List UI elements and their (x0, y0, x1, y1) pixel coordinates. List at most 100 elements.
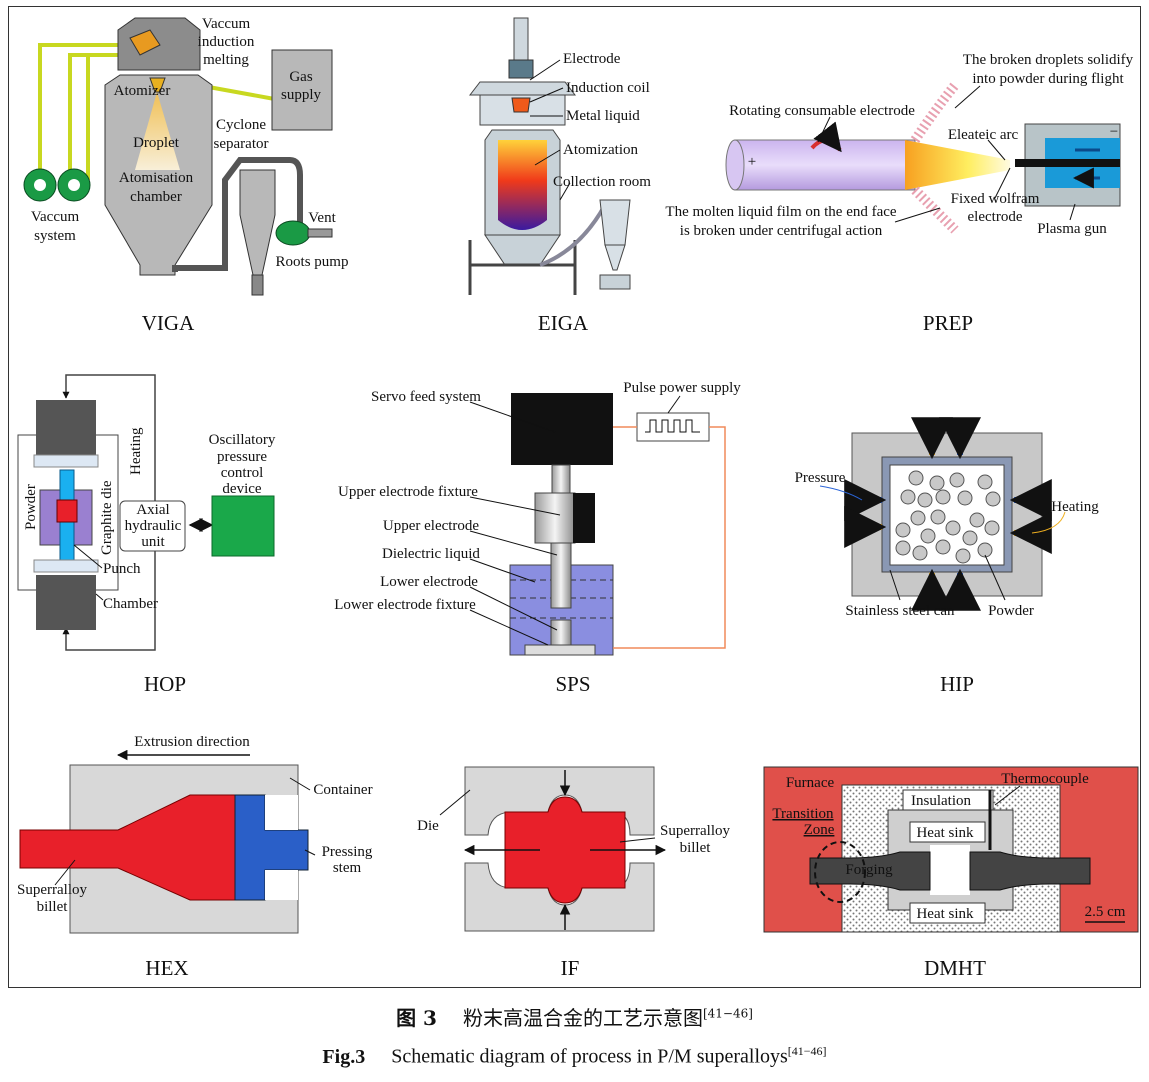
sps-title: SPS (555, 672, 590, 696)
atomizer-nozzle (149, 77, 166, 93)
gas-line (38, 43, 281, 180)
sps-dielectric-label: Dielectric liquid (382, 546, 480, 562)
dmht-furnace-label: Furnace (786, 775, 835, 791)
eiga-coil-label: Induction coil (566, 80, 650, 96)
hop-axial-label: Axial (136, 502, 169, 518)
eiga-collection-label: Collection room (553, 174, 651, 190)
hop-punch-label: Punch (103, 561, 141, 577)
prep-rotation-arrow (810, 121, 842, 153)
process-schematics: Vaccum induction melting Gas supply Atom… (17, 16, 1139, 980)
hex-billet-label: billet (37, 899, 69, 915)
dmht-forging-label: Forging (845, 862, 893, 878)
dmht-title: DMHT (924, 956, 986, 980)
hex-billet-label: Superralloy (17, 882, 87, 898)
dmht-panel: Furnace Thermocouple Insulation Transiti… (763, 766, 1139, 980)
sps-panel: Pulse power supply Servo feed system Upp… (334, 380, 741, 696)
hex-stem-label: Pressing (322, 844, 373, 860)
viga-vacuum-label: Vaccum (31, 209, 80, 225)
hip-pressure-label: Pressure (795, 470, 846, 486)
eiga-panel: Electrode Induction coil Metal liquid At… (468, 17, 651, 335)
viga-chamber-label: chamber (130, 189, 182, 205)
prep-plasma-label: Plasma gun (1037, 221, 1107, 237)
roots-pump (275, 220, 311, 246)
hex-stem-label: stem (333, 860, 362, 876)
caption-cn-ref: [41−46] (702, 1006, 753, 1021)
prep-rotating-label: Rotating consumable electrode (729, 103, 915, 119)
hop-panel: Heating Powder Graphite die Axial hydrau… (17, 374, 276, 696)
hip-can-label: Stainless steel can (845, 603, 955, 619)
prep-plus-sign: + (748, 154, 756, 170)
caption-en-text: Schematic diagram of process in P/M supe… (391, 1045, 788, 1068)
prep-minus-sign: − (1110, 124, 1118, 140)
sps-lower-fixture (524, 644, 596, 656)
figure-frame (8, 6, 1141, 988)
sps-upper-fixture (534, 492, 576, 544)
gas-supply-tank (271, 49, 333, 131)
viga-vim-label: induction (198, 34, 255, 50)
hex-container-label: Container (313, 782, 372, 798)
hip-heating-label: Heating (1051, 499, 1099, 515)
if-die-label: Die (417, 818, 439, 834)
hop-lower-ram (36, 575, 96, 630)
prep-wolfram-electrode (1015, 159, 1120, 167)
hop-powder-label: Powder (23, 484, 39, 530)
hop-upper-ram (36, 400, 96, 455)
transfer-pipe (172, 157, 303, 272)
prep-panel: + − The broken droplets solidify into po… (665, 52, 1133, 335)
sps-upper-electrode (550, 542, 572, 609)
if-billet-label: billet (680, 840, 712, 856)
if-title: IF (561, 956, 580, 980)
hip-title: HIP (940, 672, 974, 696)
eiga-electrode-label: Electrode (563, 51, 621, 67)
droplet-spray (135, 92, 180, 170)
hop-axial-label: unit (141, 534, 165, 550)
sps-lower-fixture-label: Lower electrode fixture (334, 597, 476, 613)
dmht-transition-label: Zone (804, 822, 835, 838)
sps-lower-electrode (550, 619, 572, 646)
hop-oscillatory-device (211, 495, 275, 557)
eiga-title: EIGA (538, 311, 589, 335)
figure-caption-english: Fig.3 Schematic diagram of process in P/M… (0, 1044, 1149, 1069)
dmht-transition-label: Transition (772, 806, 834, 822)
eiga-atomization-flame (498, 140, 547, 230)
caption-cn-prefix: 图 3 (396, 1006, 437, 1030)
hop-title: HOP (144, 672, 186, 696)
eiga-collection-room (599, 199, 631, 246)
prep-title: PREP (923, 311, 973, 335)
prep-fixed-label: Fixed wolfram (951, 191, 1040, 207)
dmht-heatsink-top-label: Heat sink (916, 825, 974, 841)
sps-pulse-label: Pulse power supply (623, 380, 741, 396)
sps-upper-fixture-label: Upper electrode fixture (338, 484, 478, 500)
if-panel: Die Superralloy billet IF (417, 766, 730, 980)
viga-atomizer-label: Atomizer (114, 83, 171, 99)
prep-arc (905, 140, 1010, 190)
if-billet-label: Superralloy (660, 823, 730, 839)
viga-vacuum-label: system (34, 228, 76, 244)
hop-osc-label: Oscillatory (209, 432, 276, 448)
hop-chamber-label: Chamber (103, 596, 158, 612)
sps-lower-label: Lower electrode (380, 574, 478, 590)
hop-osc-label: pressure (217, 449, 267, 465)
hop-osc-label: device (222, 481, 261, 497)
viga-cyclone-label: separator (214, 136, 269, 152)
sps-upper-label: Upper electrode (383, 518, 480, 534)
prep-arc-label: Eleateic arc (948, 127, 1019, 143)
dmht-heatsink-bottom-label: Heat sink (916, 906, 974, 922)
prep-film-label: The molten liquid film on the end face (665, 204, 897, 220)
caption-en-prefix: Fig.3 (322, 1045, 366, 1068)
hex-title: HEX (145, 956, 188, 980)
hip-powder-label: Powder (988, 603, 1034, 619)
dmht-transition-zone (814, 841, 866, 903)
sps-servo-label: Servo feed system (371, 389, 481, 405)
viga-vim-label: Vaccum (202, 16, 251, 32)
dmht-forging-left (809, 851, 931, 891)
prep-droplet-spray-bottom (911, 186, 959, 234)
hop-powder (56, 499, 78, 523)
viga-panel: Vaccum induction melting Gas supply Atom… (23, 16, 348, 335)
sps-power-circuit (613, 426, 726, 649)
cyclone-separator (239, 169, 276, 276)
prep-top-label: into powder during flight (972, 71, 1124, 87)
prep-fixed-label: electrode (968, 209, 1023, 225)
if-billet (504, 796, 626, 904)
prep-top-label: The broken droplets solidify (963, 52, 1134, 68)
